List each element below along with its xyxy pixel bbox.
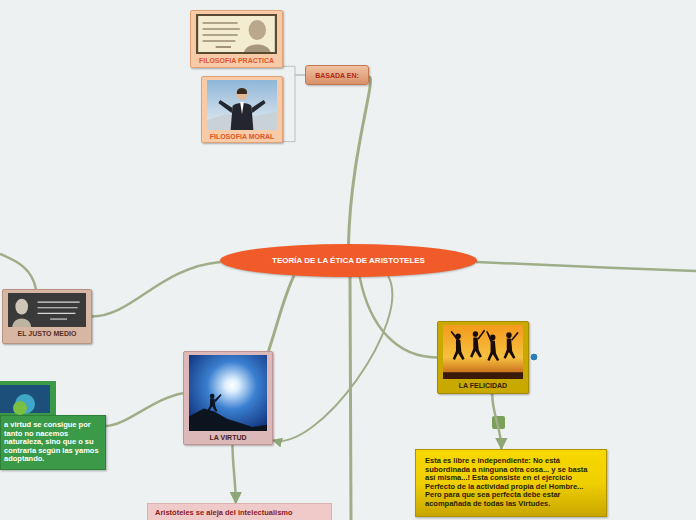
image-topic: LA FELICIDAD xyxy=(437,321,529,394)
branch-line xyxy=(350,276,351,520)
branch-connector xyxy=(492,394,501,449)
branch-connector xyxy=(283,75,305,142)
image-node xyxy=(0,381,56,417)
topic-text: a virtud se consigue por tanto no nacemo… xyxy=(4,421,101,464)
note-box: a virtud se consigue por tanto no nacemo… xyxy=(0,415,106,470)
topic-text: BASADA EN: xyxy=(311,70,363,81)
man-picture xyxy=(207,80,277,130)
bust-picture xyxy=(8,293,86,327)
topic-text: FILOSOFIA PRACTICA xyxy=(196,54,277,64)
connector-box: BASADA EN: xyxy=(305,65,369,85)
topic-image xyxy=(8,293,86,327)
branch-connector xyxy=(269,275,295,351)
topic-image xyxy=(189,355,267,431)
link-icon xyxy=(530,353,538,361)
topic-image xyxy=(207,80,277,130)
branch-connector xyxy=(106,393,183,426)
topic-text: Esta es libre e independiente: No está s… xyxy=(425,457,598,509)
branch-line xyxy=(0,254,36,289)
topic-image xyxy=(443,325,523,379)
topic-text: EL JUSTO MEDIO xyxy=(8,327,86,337)
jump-picture xyxy=(443,325,523,379)
note-box: Esta es libre e independiente: No está s… xyxy=(415,449,607,517)
topic-text: TEORÍA DE LA ÉTICA DE ARISTOTELES xyxy=(260,256,437,265)
branch-connector xyxy=(360,277,437,358)
note-box: Aristóteles se aleja del intelectualismo xyxy=(147,503,332,520)
branch-connector xyxy=(283,66,305,75)
branch-connector xyxy=(349,77,371,244)
topic-text: Aristóteles se aleja del intelectualismo xyxy=(155,508,325,517)
branch-line xyxy=(476,262,696,271)
topic-text: FILOSOFIA MORAL xyxy=(207,130,277,140)
image-topic: FILOSOFIA PRACTICA xyxy=(190,10,283,68)
image-picture xyxy=(13,401,27,415)
branch-connector xyxy=(92,262,220,317)
image-topic: EL JUSTO MEDIO xyxy=(2,289,92,344)
sun-picture xyxy=(189,355,267,431)
branch-connector xyxy=(233,445,236,503)
central-topic: TEORÍA DE LA ÉTICA DE ARISTOTELES xyxy=(220,244,477,277)
branch-connector xyxy=(273,276,392,441)
image-topic: LA VIRTUD xyxy=(183,351,273,445)
topic-text: LA FELICIDAD xyxy=(443,379,523,389)
quote-picture xyxy=(196,14,277,54)
image-topic: FILOSOFIA MORAL xyxy=(201,76,283,143)
topic-image xyxy=(196,14,277,54)
topic-text: LA VIRTUD xyxy=(189,431,267,441)
